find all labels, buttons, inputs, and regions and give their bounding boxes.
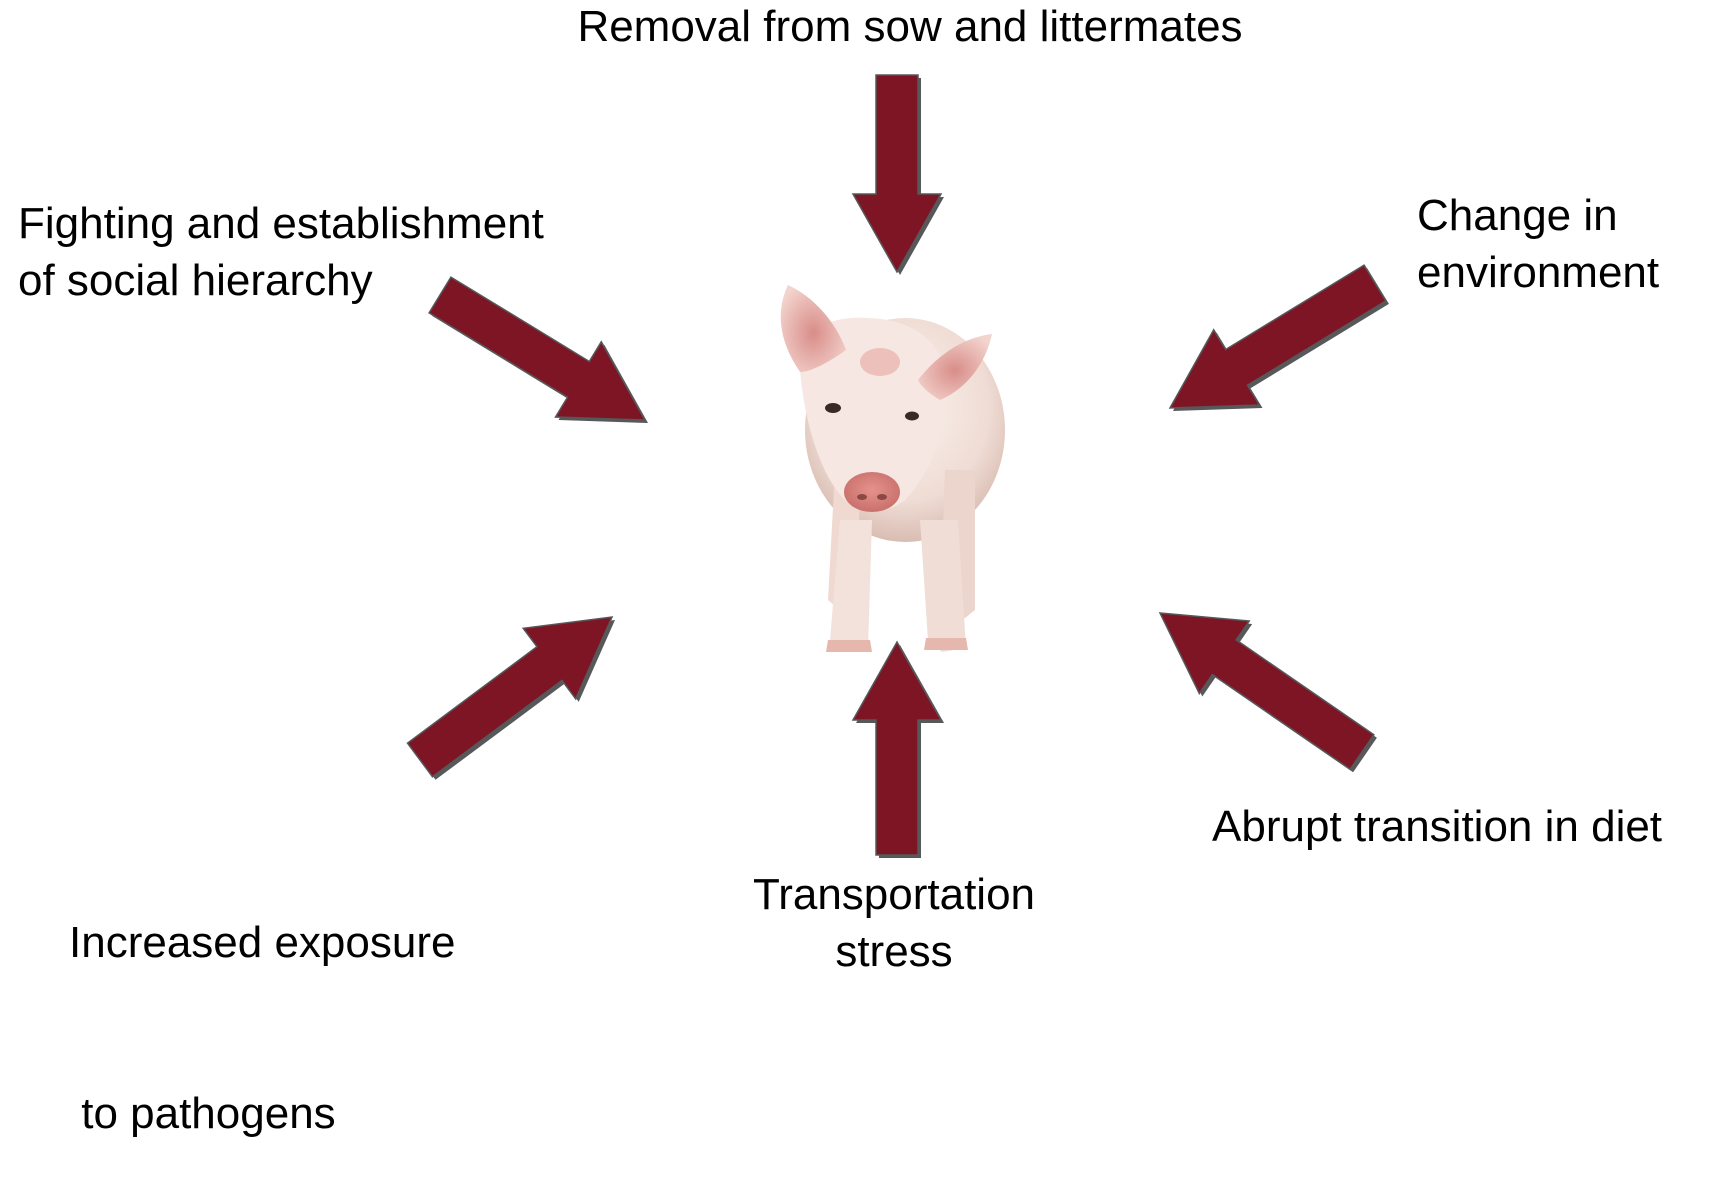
label-line: Abrupt transition in diet	[1212, 798, 1662, 855]
label-removal-from-sow: Removal from sow and littermates	[480, 0, 1340, 55]
arrow-lower-right-icon	[1160, 613, 1374, 769]
piglet-nostril-right	[877, 494, 887, 500]
piglet-eye-left	[825, 403, 841, 413]
arrow-bottom-icon	[853, 642, 941, 855]
piglet-nostril-left	[857, 494, 867, 500]
piglet-image	[781, 285, 1005, 652]
label-line: Removal from sow and littermates	[480, 0, 1340, 55]
piglet-snout	[844, 472, 900, 512]
arrow-lower-left-icon	[408, 617, 613, 777]
label-line: Transportation	[684, 866, 1104, 923]
piglet-hoof-left	[826, 640, 872, 652]
label-transportation-stress: Transportation stress	[684, 866, 1104, 980]
label-abrupt-transition-diet: Abrupt transition in diet	[1212, 798, 1662, 855]
label-line: stress	[684, 923, 1104, 980]
piglet-forehead-blush	[860, 348, 900, 376]
label-line: Increased exposure	[69, 914, 455, 971]
piglet-front-leg-right	[920, 520, 966, 652]
piglet-hoof-right	[924, 638, 968, 650]
arrow-upper-right-icon	[1170, 265, 1386, 408]
piglet-eye-right	[905, 412, 919, 421]
label-line: Change in	[1417, 187, 1659, 244]
label-increased-exposure: Increased exposure to pathogens	[69, 800, 455, 1199]
label-line: of social hierarchy	[18, 252, 544, 309]
label-line: to pathogens	[69, 1085, 455, 1142]
label-change-in-environment: Change in environment	[1417, 187, 1659, 301]
arrow-top-icon	[853, 75, 941, 272]
label-fighting-social-hierarchy: Fighting and establishment of social hie…	[18, 195, 544, 309]
label-line: environment	[1417, 244, 1659, 301]
label-line: Fighting and establishment	[18, 195, 544, 252]
